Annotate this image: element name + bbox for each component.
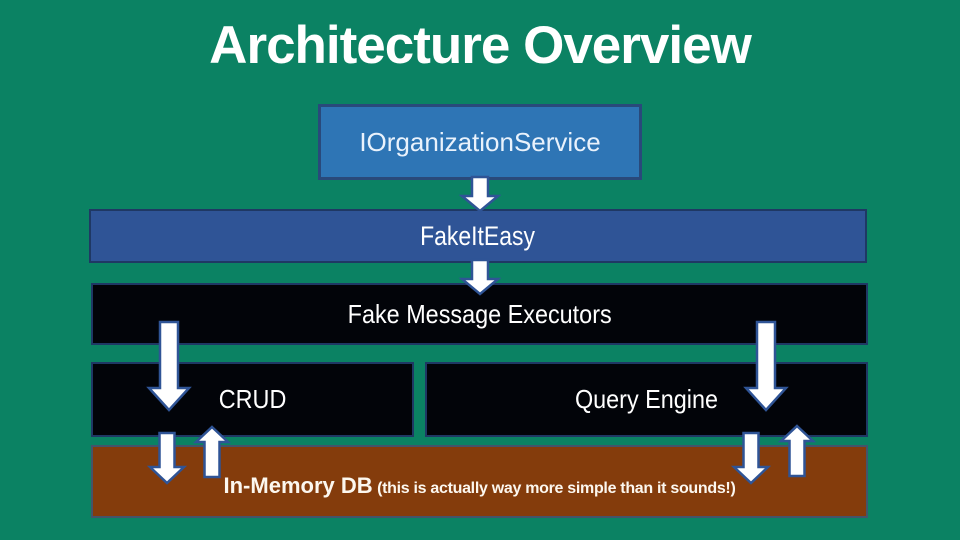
- box-fakeiteasy: FakeItEasy: [89, 209, 867, 263]
- down-arrow-icon: [147, 431, 187, 485]
- box-iorganizationservice-label: IOrganizationService: [359, 126, 601, 157]
- down-arrow-icon: [731, 431, 771, 485]
- box-crud-label: CRUD: [218, 384, 287, 414]
- box-in-memory-db-label: In-Memory DB (this is actually way more …: [224, 473, 736, 499]
- down-arrow-icon: [459, 175, 501, 213]
- box-fakeiteasy-label: FakeItEasy: [420, 220, 536, 251]
- down-arrow-icon: [743, 320, 789, 412]
- box-query-engine-label: Query Engine: [574, 384, 719, 414]
- in-memory-db-title: In-Memory DB: [223, 472, 373, 498]
- down-arrow-icon: [146, 320, 192, 412]
- box-query-engine: Query Engine: [425, 362, 868, 437]
- in-memory-db-note: (this is actually way more simple than i…: [377, 479, 736, 497]
- box-iorganizationservice: IOrganizationService: [318, 104, 642, 180]
- box-crud: CRUD: [91, 362, 414, 437]
- up-arrow-icon: [193, 425, 231, 479]
- up-arrow-icon: [778, 424, 816, 478]
- box-fake-message-executors-label: Fake Message Executors: [347, 298, 612, 329]
- slide-title: Architecture Overview: [209, 16, 752, 75]
- down-arrow-icon: [459, 258, 501, 296]
